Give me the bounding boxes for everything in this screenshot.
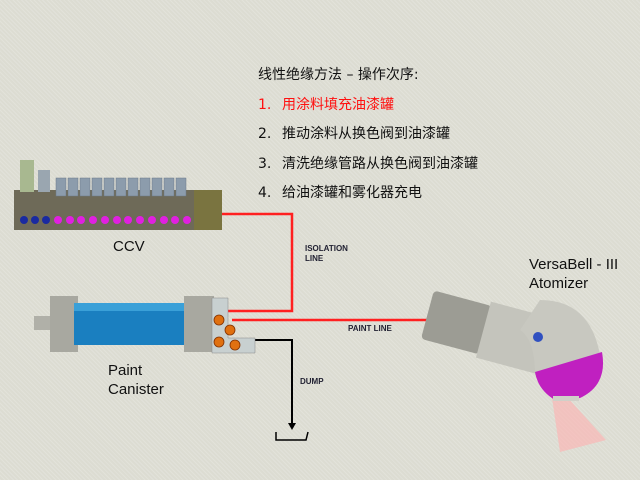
paint-line-label: PAINT LINE: [348, 324, 392, 333]
atomizer: [421, 291, 606, 452]
ccv-label: CCV: [113, 238, 145, 255]
isolation-line: [222, 212, 294, 313]
step-item: 3.清洗绝缘管路从换色阀到油漆罐: [258, 155, 478, 172]
ccv-valve: [14, 160, 222, 230]
isolation-line-label-2: LINE: [305, 254, 324, 263]
paint-canister: [34, 296, 256, 354]
canister-label-line2: Canister: [108, 381, 164, 398]
dump-line: [255, 339, 293, 425]
step-item: 4.给油漆罐和雾化器充电: [258, 185, 422, 201]
dump-bucket: [275, 431, 309, 441]
isolation-line-label-1: ISOLATION: [305, 244, 348, 253]
dump-arrow-icon: [288, 423, 296, 430]
dump-label: DUMP: [300, 377, 324, 386]
atomizer-label-line2: Atomizer: [529, 275, 589, 292]
step-item: 1.用涂料填充油漆罐: [258, 96, 394, 113]
procedure-list: 线性绝缘方法 – 操作次序: 1.用涂料填充油漆罐 2.推动涂料从换色阀到油漆罐…: [258, 64, 478, 212]
atomizer-label-line1: VersaBell - III: [529, 256, 619, 273]
canister-label-line1: Paint: [108, 362, 143, 379]
step-item: 2.推动涂料从换色阀到油漆罐: [258, 126, 450, 142]
procedure-title: 线性绝缘方法 – 操作次序:: [258, 67, 419, 83]
